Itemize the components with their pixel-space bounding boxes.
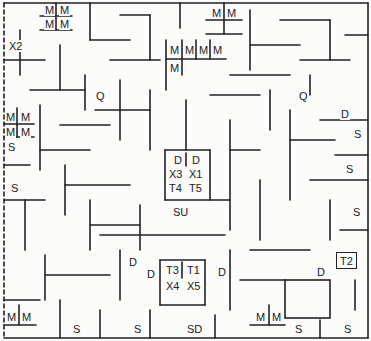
maze-marker: D [146, 268, 156, 280]
maze-marker: D [217, 266, 227, 278]
maze-marker: M [6, 311, 17, 323]
maze-marker: X4 [165, 280, 180, 292]
maze-marker: Q [95, 90, 106, 102]
maze-marker: M [5, 126, 16, 138]
maze-marker: M [198, 44, 209, 56]
maze-marker: D [340, 108, 350, 120]
maze-marker: S [7, 141, 16, 153]
maze-marker: M [44, 18, 55, 30]
maze-marker: S [345, 163, 354, 175]
maze-marker: T1 [186, 264, 201, 276]
maze-marker: M [211, 7, 222, 19]
maze-marker: S [133, 323, 142, 335]
maze-marker: S [343, 323, 352, 335]
maze-marker: M [59, 4, 70, 16]
maze-marker: M [212, 44, 223, 56]
maze-marker: M [169, 44, 180, 56]
maze-marker: M [44, 4, 55, 16]
maze-marker: M [169, 62, 180, 74]
marker-text: T2 [339, 255, 354, 267]
maze-marker: T3 [165, 264, 180, 276]
maze-marker: D [173, 154, 183, 166]
maze-marker: X3 [168, 168, 183, 180]
marker-box: T2 [336, 252, 357, 269]
maze-marker: X1 [188, 168, 203, 180]
maze-marker: S [353, 128, 362, 140]
maze-marker: M [226, 7, 237, 19]
maze-marker: M [184, 44, 195, 56]
maze-marker: T5 [188, 182, 203, 194]
maze-marker: S [294, 323, 303, 335]
maze-marker: M [59, 18, 70, 30]
maze-marker: S [352, 206, 361, 218]
maze-marker: SD [186, 323, 203, 335]
maze-marker: M [271, 311, 282, 323]
maze-marker: S [72, 323, 81, 335]
maze-marker: SU [172, 206, 189, 218]
maze-marker: M [255, 311, 266, 323]
maze-marker: X5 [186, 280, 201, 292]
maze-marker: M [21, 311, 32, 323]
maze-marker: X2 [8, 40, 23, 52]
maze-marker: Q [298, 90, 309, 102]
maze-marker: D [128, 256, 138, 268]
maze-marker: T4 [168, 182, 183, 194]
maze-marker: M [20, 111, 31, 123]
maze-marker: S [10, 182, 19, 194]
maze-marker: D [316, 266, 326, 278]
maze-marker: M [5, 111, 16, 123]
maze-marker: M [20, 126, 31, 138]
maze-marker: D [191, 154, 201, 166]
